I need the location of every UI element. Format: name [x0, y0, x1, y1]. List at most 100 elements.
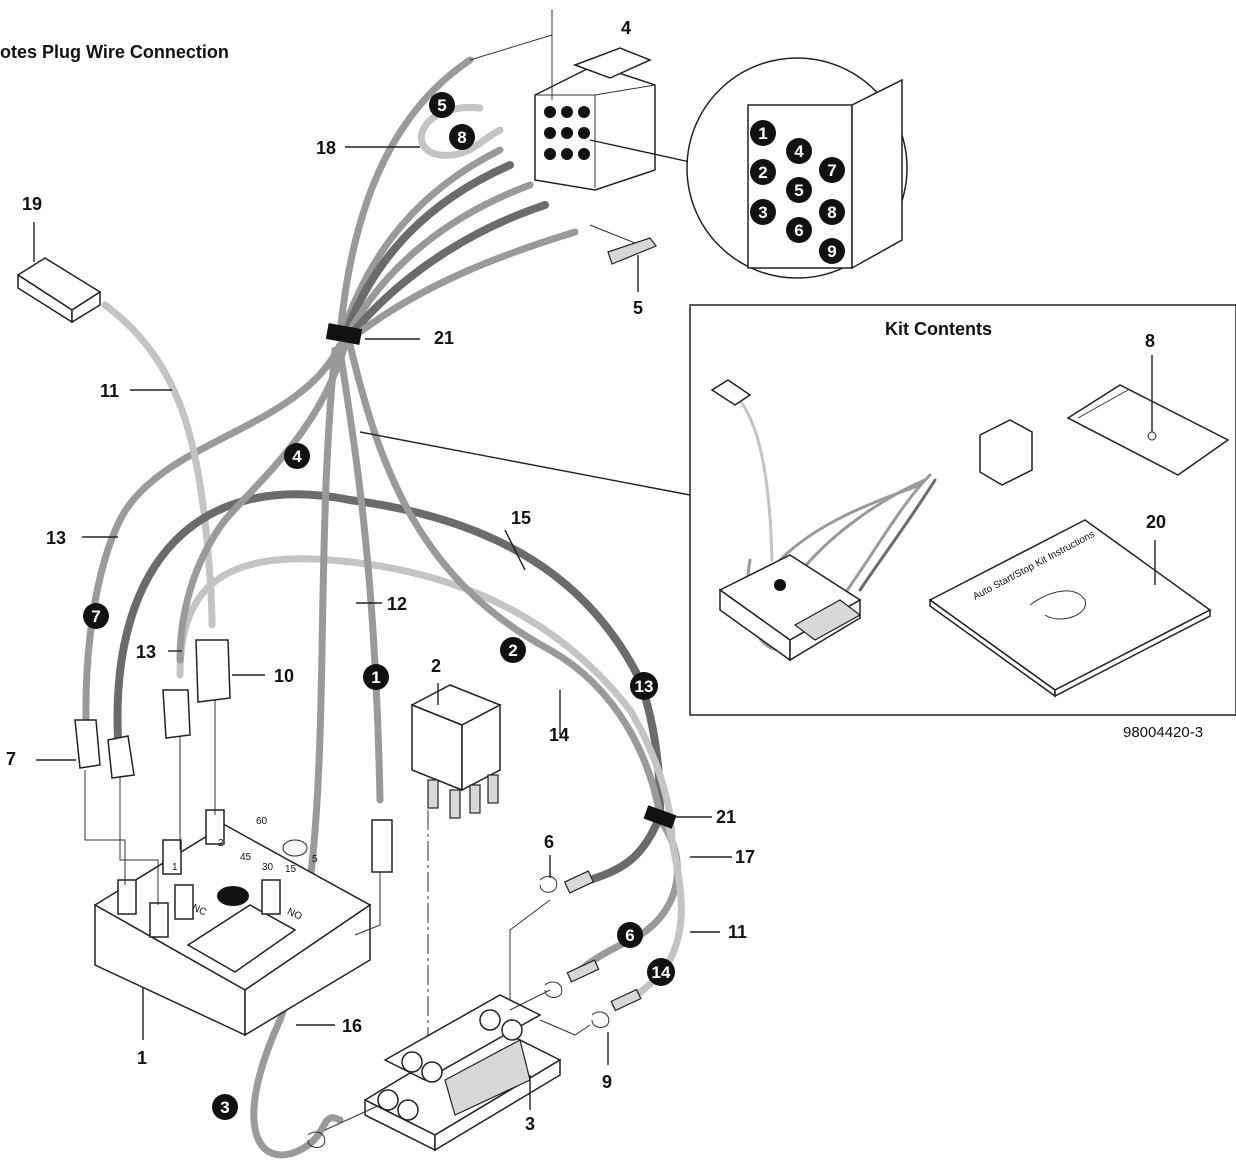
callout-11-top: 11	[100, 381, 119, 401]
wire-11	[101, 301, 216, 629]
plug-connector	[469, 10, 656, 191]
callout-19: 19	[22, 194, 42, 214]
svg-text:14: 14	[652, 963, 671, 982]
spade-connectors	[74, 639, 393, 873]
callout-16: 16	[342, 1016, 362, 1036]
plug-pinout-badges: 1 4 7 2 5 8 3 6 9	[750, 120, 845, 264]
plug-pin-holes	[544, 106, 590, 160]
wire-15	[113, 490, 664, 819]
wire-badge-5: 5	[429, 92, 455, 118]
timer-terminal-1-label: 1	[172, 862, 178, 873]
wire-badge-2: 2	[500, 637, 526, 663]
wire-to-plug-b	[341, 161, 514, 339]
svg-text:5: 5	[437, 96, 446, 115]
callout-2: 2	[431, 656, 441, 676]
wire-to-plug-e	[348, 228, 579, 342]
svg-text:2: 2	[508, 641, 517, 660]
relay	[410, 683, 502, 1040]
callout-15: 15	[511, 508, 531, 528]
callout-labels: 4 18 19 5 21 11 8 15 20 13 12 13 2 10 14…	[6, 18, 1166, 1134]
svg-text:6: 6	[625, 926, 634, 945]
cable-clamp-top	[325, 323, 420, 345]
dial-15-label: 15	[285, 864, 297, 875]
svg-text:3: 3	[758, 203, 767, 222]
pin-badge-6: 6	[786, 217, 812, 243]
wire-17	[571, 816, 681, 979]
callout-9: 9	[602, 1072, 612, 1092]
wire-id-badges: 5 8 4 7 2 1 13 6 14 3	[83, 92, 675, 1120]
wire-badge-4: 4	[284, 443, 310, 469]
callout-5: 5	[633, 298, 643, 318]
svg-text:8: 8	[827, 203, 836, 222]
dial-60-label: 60	[256, 816, 268, 827]
wire-to-plug-top	[336, 56, 474, 339]
callout-8: 8	[1145, 331, 1155, 351]
legend-text: otes Plug Wire Connection	[0, 42, 229, 62]
kit-instruction-manual: Auto Start/Stop Kit Instructions	[928, 519, 1212, 698]
callout-6: 6	[544, 832, 554, 852]
callout-20: 20	[1146, 512, 1166, 532]
pin-badge-2: 2	[750, 159, 776, 185]
svg-text:13: 13	[635, 677, 654, 696]
wire-12	[336, 346, 384, 804]
wire-badge-1: 1	[363, 664, 389, 690]
kit-harness-thumbnail	[710, 379, 1033, 662]
callout-leaders	[36, 146, 732, 1026]
wire-6	[586, 821, 660, 884]
wire-connector-19	[16, 222, 102, 324]
callout-3: 3	[525, 1114, 535, 1134]
pin-badge-1: 1	[750, 120, 776, 146]
wire-badge-13: 13	[630, 672, 658, 700]
callout-18: 18	[316, 138, 336, 158]
callout-10: 10	[274, 666, 294, 686]
callout-7: 7	[6, 749, 16, 769]
callout-13-inner: 13	[136, 642, 156, 662]
pin-badge-8: 8	[819, 199, 845, 225]
callout-13-left: 13	[46, 528, 66, 548]
dial-45-label: 45	[240, 852, 252, 863]
dial-5-label: 5	[312, 854, 318, 865]
cable-clamp-lower	[643, 805, 712, 829]
kit-contents-title: Kit Contents	[885, 319, 992, 339]
kit-contents-panel: Kit Contents A	[689, 304, 1236, 716]
svg-text:6: 6	[794, 221, 803, 240]
svg-text:1: 1	[371, 668, 380, 687]
wire-14	[346, 341, 664, 819]
wire-to-plug-d	[346, 201, 549, 340]
callout-1: 1	[137, 1048, 147, 1068]
wire-badge-7: 7	[83, 603, 109, 629]
svg-text:7: 7	[91, 607, 100, 626]
svg-text:8: 8	[457, 128, 466, 147]
callout-4: 4	[621, 18, 631, 38]
crimp-terminal	[589, 224, 657, 292]
callout-21-lower: 21	[716, 807, 736, 827]
wire-to-plug-a	[338, 146, 504, 339]
svg-text:9: 9	[827, 242, 836, 261]
wire-badge-14: 14	[647, 958, 675, 986]
terminal-block	[363, 994, 562, 1152]
wire-badge-8: 8	[449, 124, 475, 150]
pin-badge-9: 9	[819, 238, 845, 264]
wire-badge-6: 6	[617, 922, 643, 948]
callout-12: 12	[387, 594, 407, 614]
svg-text:7: 7	[827, 161, 836, 180]
wire-bundle	[82, 56, 685, 1159]
pin-badge-4: 4	[786, 138, 812, 164]
callout-11-lower: 11	[728, 922, 747, 942]
figure-code: 98004420-3	[1123, 724, 1203, 741]
dial-30-label: 30	[262, 862, 274, 873]
wire-end-terminals	[307, 855, 642, 1148]
pin-badge-5: 5	[786, 177, 812, 203]
svg-text:3: 3	[220, 1098, 229, 1117]
callout-14: 14	[549, 725, 569, 745]
svg-text:4: 4	[292, 447, 302, 466]
timer-terminal-2-label: 2	[218, 838, 224, 849]
svg-text:5: 5	[794, 181, 803, 200]
callout-17: 17	[735, 847, 755, 867]
callout-21-top: 21	[434, 328, 454, 348]
wire-to-plug-c	[344, 181, 534, 339]
wire-badge-3: 3	[212, 1094, 238, 1120]
wire-4	[176, 341, 349, 664]
kit-hardware-bag	[1066, 355, 1230, 476]
